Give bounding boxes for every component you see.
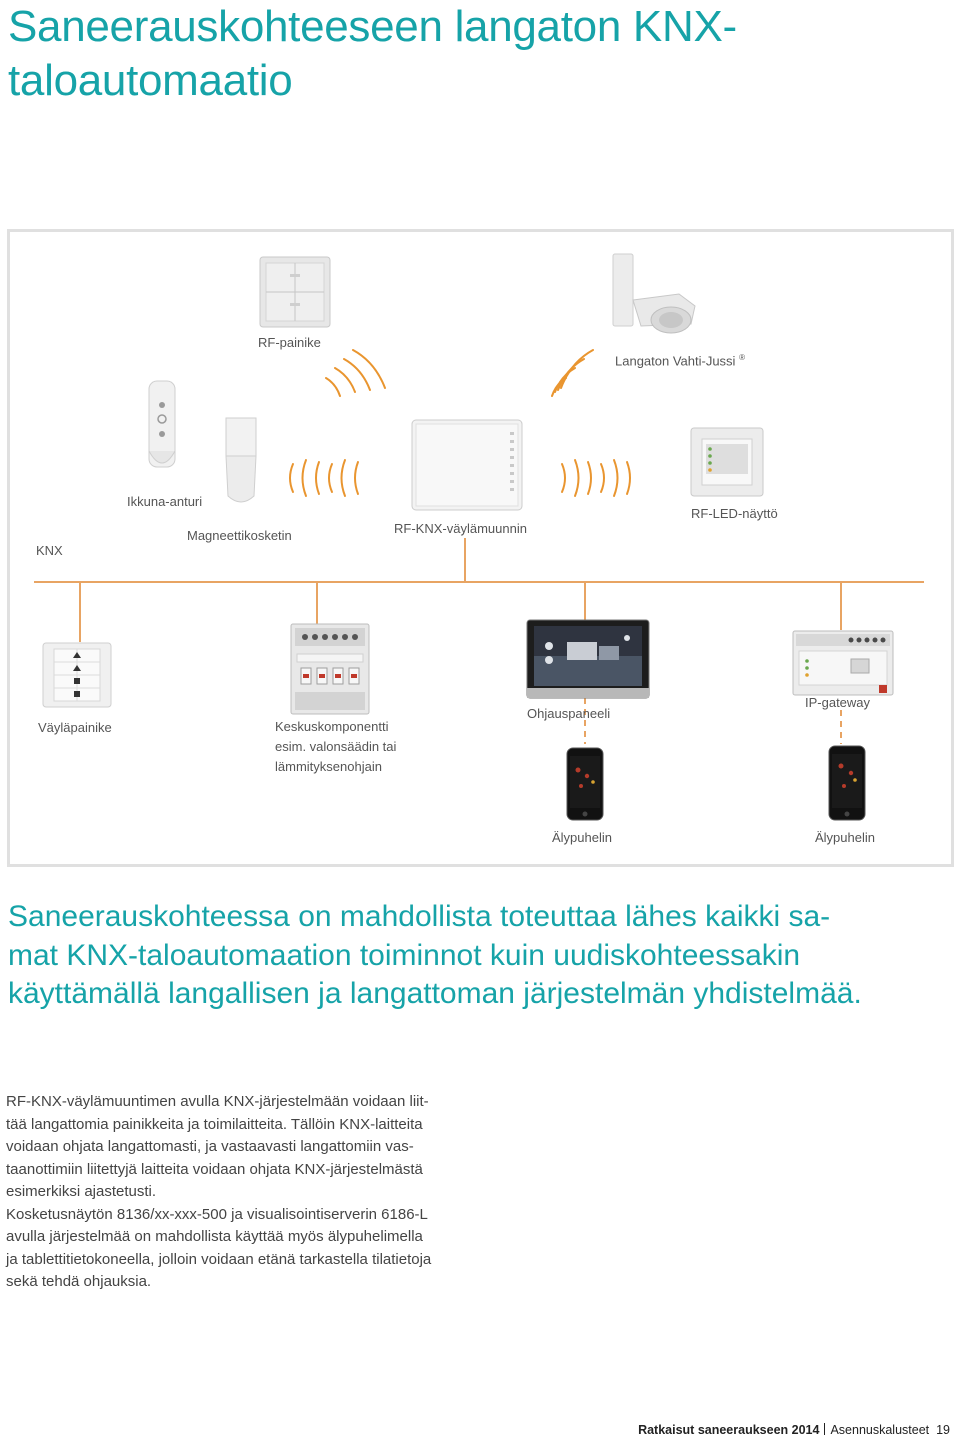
page-title-line-1: Saneerauskohteeseen langaton KNX- bbox=[8, 2, 737, 51]
label-alypuhelin-2: Älypuhelin bbox=[815, 830, 875, 845]
label-magneettikosketin: Magneettikosketin bbox=[187, 528, 292, 543]
label-vahti-jussi-text: Langaton Vahti-Jussi bbox=[615, 353, 736, 369]
radio-waves-icon bbox=[289, 349, 631, 497]
body-line-8: ja tablettitietokoneella, jolloin voidaa… bbox=[6, 1250, 432, 1268]
rf-led-device bbox=[690, 427, 764, 497]
label-knx: KNX bbox=[36, 543, 63, 558]
alypuhelin-1-device bbox=[566, 747, 604, 821]
label-keskus-line-3: lämmityksenohjain bbox=[275, 759, 382, 774]
footer-page-number: 19 bbox=[936, 1423, 950, 1437]
page-footer: Ratkaisut saneeraukseen 2014 Asennuskalus… bbox=[638, 1423, 950, 1437]
lead-line-3: käyttämällä langallisen ja langattoman j… bbox=[8, 977, 862, 1010]
label-vaylapainike: Väyläpainike bbox=[38, 720, 112, 735]
label-ikkuna-anturi: Ikkuna-anturi bbox=[127, 494, 203, 509]
body-line-9: sekä tehdä ohjauksia. bbox=[6, 1273, 152, 1290]
ohjauspaneeli-device bbox=[526, 619, 650, 699]
label-alypuhelin-1: Älypuhelin bbox=[552, 830, 612, 845]
alypuhelin-2-device bbox=[828, 745, 866, 821]
rf-painike-device bbox=[259, 256, 331, 328]
knx-system-diagram: RF-painike Langaton Vahti-Jussi ® Ikkuna… bbox=[7, 229, 954, 867]
footer-section: Ratkaisut saneeraukseen 2014 bbox=[638, 1423, 820, 1437]
lead-paragraph: Saneerauskohteessa on mahdollista toteut… bbox=[8, 898, 928, 1014]
magneettikosketin-device bbox=[225, 417, 257, 503]
body-text: RF-KNX-väylämuuntimen avulla KNX-järjest… bbox=[6, 1091, 496, 1294]
label-keskus-line-2: esim. valonsäädin tai bbox=[275, 739, 397, 754]
footer-catalog: Asennuskalusteet bbox=[830, 1423, 930, 1437]
label-keskuskomponentti: Keskuskomponentti esim. valonsäädin tai … bbox=[275, 717, 455, 777]
ip-gateway-device bbox=[792, 630, 894, 696]
rf-knx-device bbox=[411, 419, 523, 511]
body-line-3: voidaan ohjata langattomasti, ja vastaav… bbox=[6, 1138, 414, 1155]
body-line-6: Kosketusnäytön 8136/xx-xxx-500 ja visual… bbox=[6, 1205, 428, 1223]
page-title-line-2: taloautomaatio bbox=[8, 56, 293, 105]
label-ohjauspaneeli: Ohjauspaneeli bbox=[527, 706, 611, 721]
label-rf-painike: RF-painike bbox=[258, 335, 321, 350]
footer-divider bbox=[824, 1423, 826, 1435]
vahti-jussi-device bbox=[612, 253, 696, 334]
label-vahti-jussi: Langaton Vahti-Jussi ® bbox=[615, 350, 745, 369]
label-keskus-line-1: Keskuskomponentti bbox=[275, 719, 389, 734]
body-line-1: RF-KNX-väylämuuntimen avulla KNX-järjest… bbox=[6, 1093, 429, 1110]
body-line-4: taanottimiin liitettyjä laitteita voidaa… bbox=[6, 1160, 423, 1178]
body-line-7: avulla järjestelmää on mahdollista käytt… bbox=[6, 1228, 423, 1245]
label-rf-led: RF-LED-näyttö bbox=[691, 506, 778, 521]
lead-line-2: mat KNX-taloautomaation toiminnot kuin u… bbox=[8, 938, 801, 972]
lead-line-1: Saneerauskohteessa on mahdollista toteut… bbox=[8, 900, 831, 933]
registered-mark: ® bbox=[739, 353, 745, 362]
body-line-5: esimerkiksi ajastetusti. bbox=[6, 1183, 157, 1200]
page-title: Saneerauskohteeseen langaton KNX- taloau… bbox=[8, 0, 948, 108]
ikkuna-anturi-device bbox=[148, 380, 176, 468]
label-ip-gateway: IP-gateway bbox=[805, 695, 871, 710]
knx-bus-wiring bbox=[34, 538, 924, 744]
body-line-2: tää langattomia painikkeita ja toimilait… bbox=[6, 1115, 423, 1133]
label-rf-knx: RF-KNX-väylämuunnin bbox=[394, 521, 527, 536]
diagram-graphics bbox=[34, 253, 924, 821]
vaylapainike-device bbox=[42, 642, 112, 708]
keskuskomponentti-device bbox=[290, 623, 370, 715]
